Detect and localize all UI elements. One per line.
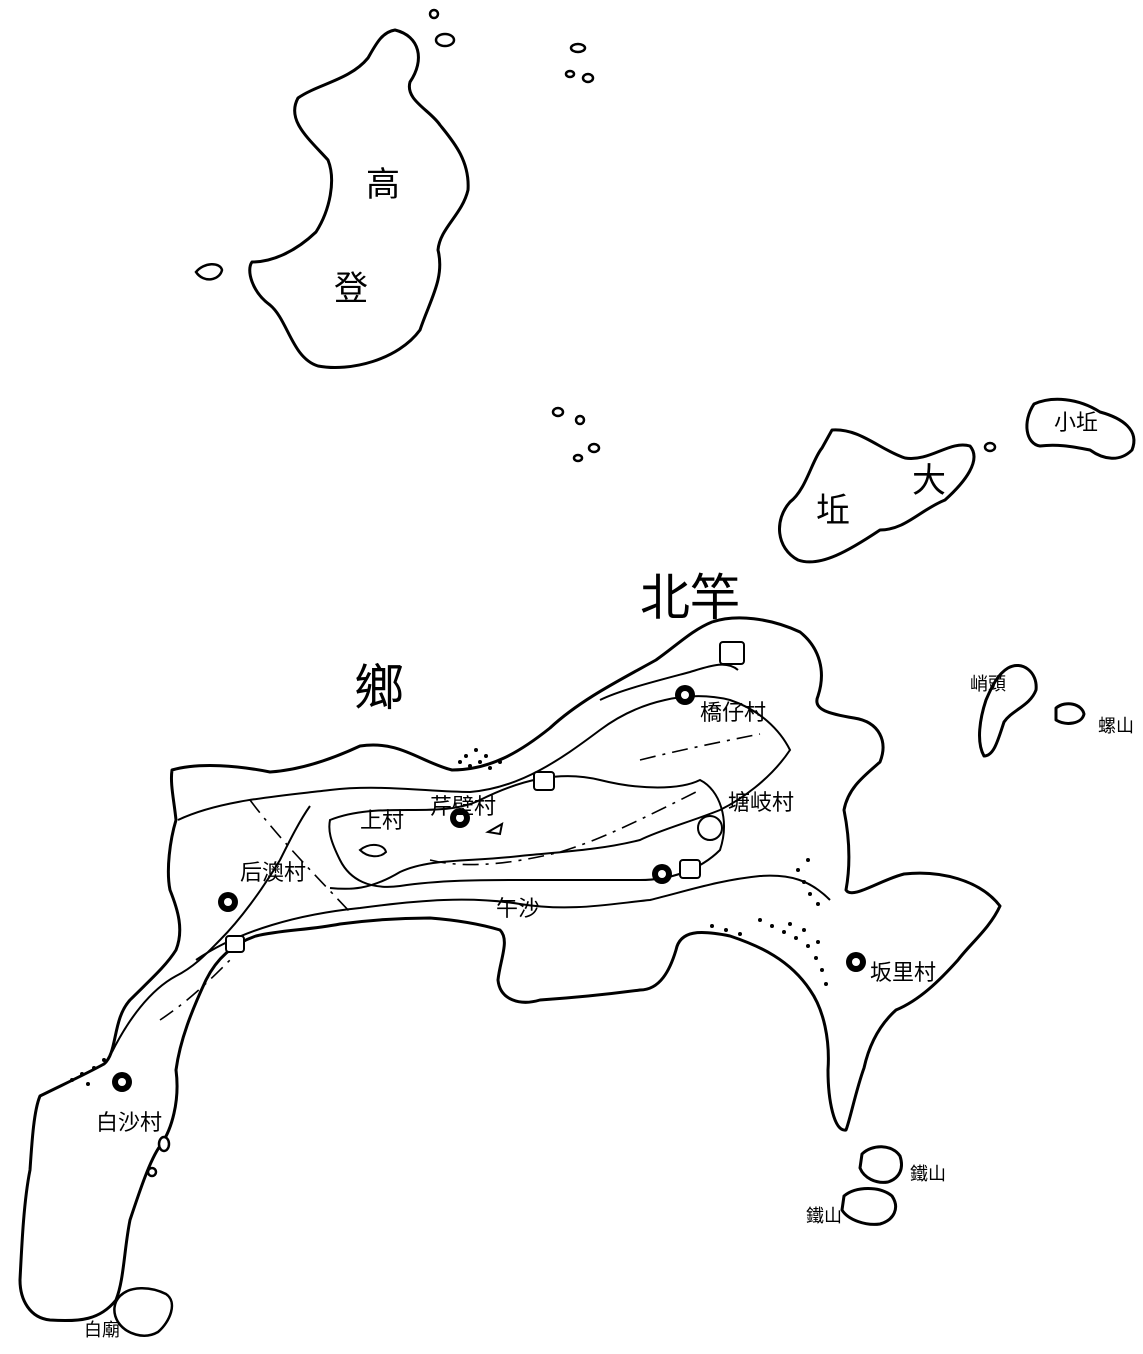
mid-rocks-4 (572, 453, 584, 463)
village-label-baisha: 白沙村 (96, 1111, 162, 1136)
south-islet-a (858, 1145, 903, 1184)
sw-islet-label: 白廟 (84, 1320, 120, 1341)
beach-west (70, 1058, 106, 1086)
inner-loop (328, 775, 725, 888)
xiaoqiu-island (1025, 397, 1136, 460)
symbol-triangle (485, 822, 504, 836)
gaodeng-label-a: 高 (366, 165, 400, 205)
village-label-qiaozi: 橋仔村 (700, 701, 766, 726)
east-islet-label-a: 峭頭 (970, 674, 1006, 695)
north-rocks-3 (569, 42, 587, 54)
village-marker-tangqi (652, 864, 672, 884)
south-islet-b (840, 1187, 897, 1226)
village-label-banli: 坂里村 (870, 961, 936, 986)
mid-rocks-1 (551, 406, 565, 418)
trail-center (429, 789, 701, 866)
village-label-shangcun: 上村 (360, 809, 404, 834)
xiaoqiu-label: 小坵 (1054, 411, 1098, 436)
beach-bay (796, 858, 820, 906)
south-islet-label-a: 鐵山 (910, 1164, 946, 1185)
daqiu-island (778, 428, 976, 564)
symbol-school-tangqi (679, 859, 701, 879)
east-islet-main (978, 664, 1038, 758)
daqiu-label-a: 大 (912, 461, 946, 501)
symbol-school-shangcun (533, 771, 555, 791)
south-islet-label-b: 鐵山 (806, 1206, 842, 1227)
daqiu-label-b: 坵 (816, 491, 850, 531)
village-marker-houao (218, 892, 238, 912)
west-rock-1 (157, 1135, 171, 1153)
village-marker-baisha (112, 1072, 132, 1092)
north-rocks-1 (434, 32, 456, 48)
gaodeng-island (248, 28, 470, 369)
village-marker-banli (846, 952, 866, 972)
village-marker-qiaozi (675, 685, 695, 705)
village-label-qiaoshan: 芹壁村 (430, 795, 496, 820)
east-islet-small (1054, 702, 1086, 725)
gaodeng-label-b: 登 (334, 269, 368, 309)
region-name-part1: 北竿 (640, 569, 740, 627)
symbol-school-qiaozi (719, 641, 745, 665)
xiaoqiu-rock (983, 441, 997, 453)
symbol-harbor (358, 844, 388, 858)
mid-rocks-3 (587, 442, 601, 454)
west-rock-2 (146, 1166, 158, 1178)
beach-east (710, 918, 828, 986)
north-rocks-4 (581, 72, 595, 84)
trail-north (639, 733, 761, 761)
south-road (195, 874, 831, 961)
symbol-reservoir (697, 815, 723, 841)
mid-rocks-2 (574, 414, 586, 426)
village-label-tangqi: 塘岐村 (728, 791, 794, 816)
village-label-houao: 后澳村 (240, 861, 306, 886)
beach-north (458, 748, 502, 770)
west-road (111, 805, 311, 1053)
trail-south (159, 959, 231, 1021)
beigan-main-island (18, 616, 1002, 1323)
east-islet-label-b: 螺山 (1098, 716, 1134, 737)
region-name-part2: 鄉 (354, 659, 404, 717)
gaodeng-west-islet (194, 263, 224, 281)
symbol-school-west (225, 935, 245, 953)
village-label-wushashan: 午沙 (496, 897, 540, 922)
north-rocks-5 (564, 69, 576, 79)
sw-islet (113, 1287, 174, 1337)
trail-west (249, 799, 351, 913)
main-road (177, 695, 792, 890)
north-rocks-2 (428, 8, 440, 20)
village-marker-shangcun (450, 808, 470, 828)
